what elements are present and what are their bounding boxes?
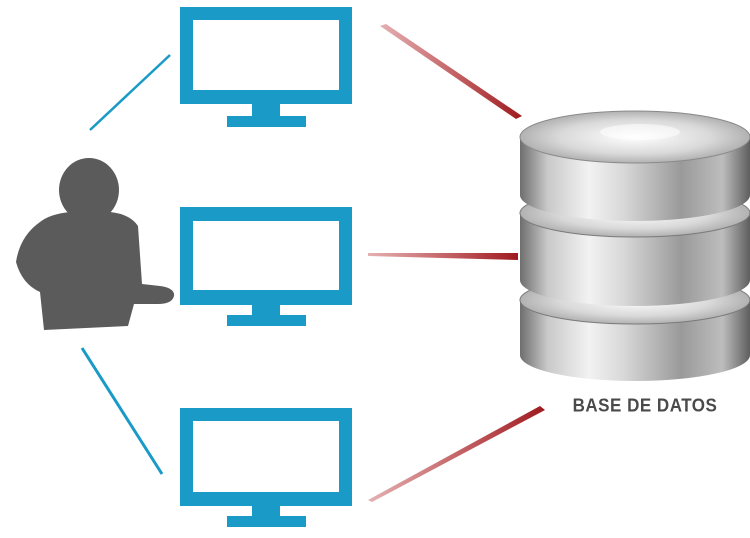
user-icon [16, 158, 175, 330]
connector-monitor-top-database [380, 24, 522, 119]
monitor-icon-middle [180, 207, 352, 326]
database-label: BASE DE DATOS [572, 395, 718, 416]
monitor-icon-top [180, 7, 352, 127]
user-connections [80, 54, 171, 475]
connector-user-monitor-top [89, 54, 171, 131]
database-connections [368, 24, 545, 502]
connector-monitor-bottom-database [368, 406, 545, 502]
monitor-icon-bottom [180, 408, 352, 527]
connector-user-monitor-bottom [80, 347, 164, 475]
connector-monitor-middle-database [368, 253, 518, 260]
database-icon [519, 110, 750, 381]
